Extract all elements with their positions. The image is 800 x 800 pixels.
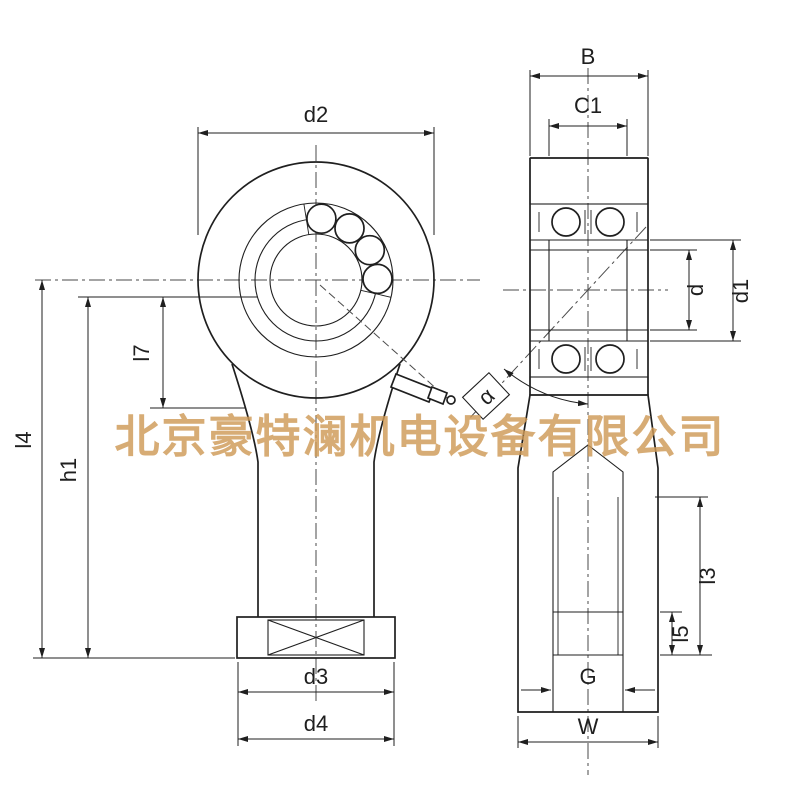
dim-label-l3: l3 (695, 567, 720, 584)
flat-cross-line (267, 619, 365, 656)
grease-fitting-collar (426, 385, 449, 406)
dimension-d1: d1 (650, 239, 753, 342)
shank-right-outline (373, 363, 401, 617)
dimension-l3: l3 (655, 496, 720, 656)
dim-label-h1: h1 (56, 458, 81, 482)
dim-label-W: W (578, 714, 599, 739)
dim-label-d4: d4 (304, 711, 328, 736)
outer-ring-section-top (529, 157, 649, 205)
grease-fitting (319, 284, 456, 406)
front-view: d2 l7 h1 l4 d3 d4 (11, 102, 480, 746)
dimension-G: G (521, 664, 655, 693)
outer-ring-circle (238, 202, 394, 358)
dimension-d2: d2 (197, 102, 435, 235)
base-block (236, 616, 396, 659)
dim-label-B: B (581, 44, 596, 69)
grease-fitting-body (389, 372, 436, 404)
grease-fitting-tip (446, 395, 456, 405)
dim-label-d3: d3 (304, 664, 328, 689)
dimension-l4: l4 (11, 280, 235, 659)
bearing-ball (362, 263, 393, 295)
side-view: α B C1 d d1 (461, 44, 753, 775)
dim-label-l7: l7 (129, 344, 154, 361)
bearing-balls-section (538, 207, 638, 374)
angle-arc (503, 368, 589, 407)
dim-label-d2: d2 (304, 102, 328, 127)
dimension-l5: l5 (660, 611, 693, 655)
bearing-ball (334, 213, 365, 244)
shank-section (517, 394, 659, 713)
outer-ring-section-bottom (529, 376, 649, 396)
dimension-C1: C1 (548, 93, 628, 156)
dimension-d3: d3 (237, 662, 395, 746)
dim-label-C1: C1 (574, 93, 602, 118)
wrench-flat-box (267, 619, 365, 656)
dim-label-d: d (683, 284, 708, 296)
bearing-ball (306, 203, 337, 235)
dim-label-l4: l4 (11, 431, 36, 448)
tapped-bore (552, 444, 624, 713)
bearing-ball (595, 207, 625, 237)
dimension-d4: d4 (238, 711, 394, 742)
dimension-alpha: α (461, 368, 589, 421)
bearing-ball (354, 234, 386, 266)
bearing-ball (595, 344, 625, 374)
dimension-B: B (529, 44, 649, 156)
dim-label-d1: d1 (728, 279, 753, 303)
grease-leader-line (319, 284, 449, 400)
alpha-box (461, 371, 511, 421)
bearing-ball (551, 344, 581, 374)
dimension-W: W (517, 714, 659, 748)
watermark-text: 北京豪特澜机电设备有限公司 (114, 411, 725, 462)
dimension-d: d (650, 249, 708, 331)
dimension-h1: h1 (56, 297, 91, 658)
shank-left-outline (231, 363, 259, 617)
dim-label-G: G (579, 664, 596, 689)
head-outer-circle (197, 161, 435, 399)
bearing-ball (551, 207, 581, 237)
bearing-balls (306, 203, 393, 295)
dimension-l7: l7 (78, 296, 258, 409)
dim-label-l5: l5 (668, 625, 693, 642)
bore-circle (269, 233, 363, 327)
